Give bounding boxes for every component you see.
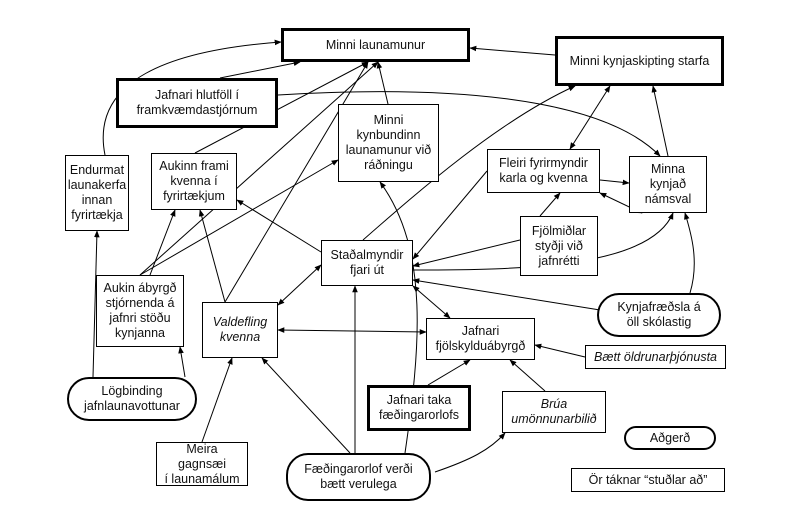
edge-arrow-33	[261, 357, 351, 454]
edge-arrow-28	[534, 343, 586, 358]
edge-arrow-6	[224, 61, 369, 303]
edge-arrow-25	[412, 285, 451, 319]
node-aukinn-frami: Aukinn frami kvenna í fyrirtækjum	[151, 153, 237, 210]
edge-arrow-11	[149, 209, 176, 276]
edge-arrow-20	[651, 85, 669, 157]
edge-arrow-3	[469, 45, 556, 56]
node-logbinding: Lögbinding jafnlaunavottunar	[67, 377, 197, 421]
edge-arrow-26	[277, 264, 322, 306]
node-minni-launamunur: Minni launamunur	[281, 28, 470, 62]
edge-arrow-15	[412, 170, 488, 260]
node-minna-kynjad: Minna kynjað námsval	[629, 156, 707, 213]
node-minni-kynjaskipting: Minni kynjaskipting starfa	[555, 36, 724, 86]
edge-arrow-8	[277, 91, 661, 157]
edge-arrow-10	[139, 159, 339, 276]
node-baett-oldrunar: Bætt öldrunarþjónusta	[585, 345, 726, 369]
edge-arrow-9	[92, 230, 100, 378]
edge-arrow-34	[201, 357, 233, 443]
node-aukin-abyrgd: Aukin ábyrgð stjórnenda á jafnri stöðu k…	[96, 275, 184, 347]
node-jafnari-fjolskyldu: Jafnari fjölskylduábyrgð	[426, 318, 535, 360]
edge-arrow-5	[194, 61, 369, 154]
edge-arrow-13	[236, 199, 322, 253]
edge-arrow-29	[427, 359, 471, 386]
node-fleiri-fyrirmyndir: Fleiri fyrirmyndir karla og kvenna	[487, 149, 600, 193]
node-stadalmyndir: Staðalmyndir fjari út	[321, 240, 413, 286]
legend-arrow-note: Ör táknar “stuðlar að”	[571, 468, 725, 492]
edge-arrow-7	[139, 61, 379, 276]
edge-arrow-19	[569, 85, 611, 150]
legend-action-shape: Aðgerð	[624, 426, 716, 450]
edge-arrow-16	[412, 239, 521, 268]
edge-arrow-24	[412, 278, 601, 311]
node-faedingarorlof: Fæðingarorlof verði bætt verulega	[286, 453, 431, 501]
edge-arrow-30	[509, 359, 546, 392]
edge-arrow-23	[684, 212, 695, 294]
node-valdefling: Valdefling kvenna	[202, 302, 278, 358]
node-kynjafraedsla: Kynjafræðsla á öll skólastig	[597, 293, 721, 337]
node-brua: Brúa umönnunarbilið	[502, 391, 606, 433]
edge-arrow-17	[539, 192, 561, 217]
node-minni-kynbundinn: Minni kynbundinn launamunur við ráðningu	[338, 104, 439, 182]
node-jafnari-hlutfoll: Jafnari hlutföll í framkvæmdastjórnum	[116, 78, 278, 128]
node-endurmat: Endurmat launakerfa innan fyrirtækja	[65, 155, 129, 231]
edge-arrow-32	[434, 432, 506, 473]
node-jafnari-taka: Jafnari taka fæðingarorlofs	[367, 385, 471, 431]
edge-arrow-12	[198, 209, 226, 303]
edge-arrow-36	[178, 346, 186, 378]
edge-arrow-27	[277, 327, 427, 335]
node-meira-gagnsaei: Meira gagnsæi í launamálum	[156, 442, 248, 486]
node-fjolmidlar: Fjölmiðlar styðji við jafnrétti	[520, 216, 598, 276]
edge-arrow-18	[599, 179, 630, 186]
edge-arrow-2	[219, 60, 301, 79]
edge-arrow-14	[362, 85, 576, 241]
edge-arrow-4	[376, 61, 389, 105]
edge-arrow-1	[102, 39, 282, 156]
